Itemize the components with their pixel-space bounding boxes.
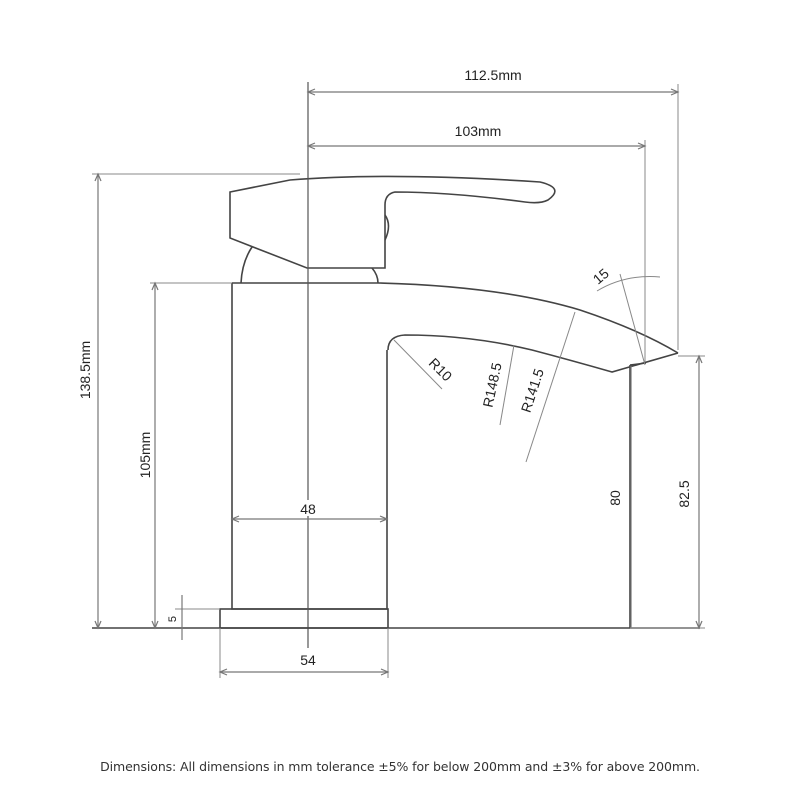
label-body-height: 105mm (137, 432, 153, 479)
body (231, 283, 388, 610)
dim-radius-r148: R148.5 (480, 344, 515, 426)
dim-spout-angle: 15 (590, 265, 661, 366)
dim-spout-reach: 103mm (306, 123, 647, 362)
spout-underside (387, 334, 679, 373)
dim-base-width: 54 (218, 628, 390, 678)
label-body-width: 48 (300, 501, 316, 517)
dim-body-width: 48 (230, 500, 389, 523)
label-radius-r148: R148.5 (480, 361, 505, 409)
dim-radius-r10: R10 (393, 339, 456, 390)
label-base-thickness: 5 (167, 616, 179, 622)
dim-outlet-height: 80 (607, 366, 632, 628)
handle-lever (229, 175, 556, 269)
label-spout-reach: 103mm (455, 123, 502, 139)
handle-button (384, 214, 390, 241)
handle-collar-left (240, 246, 253, 284)
label-radius-r141: R141.5 (518, 366, 547, 414)
dim-base-thickness: 5 (167, 595, 220, 640)
dim-body-height: 105mm (137, 281, 232, 630)
spout-top (232, 282, 679, 354)
label-spout-angle: 15 (590, 265, 612, 287)
label-tip-height: 82.5 (676, 480, 692, 507)
dim-tip-height: 82.5 (630, 354, 705, 630)
label-overall-height: 138.5mm (77, 341, 93, 399)
tap-outline (219, 175, 679, 629)
outlet-top (629, 362, 647, 366)
dim-overall-height: 138.5mm (77, 172, 300, 630)
label-base-width: 54 (300, 652, 316, 668)
dim-radius-r141: R141.5 (518, 311, 576, 463)
label-overall-width: 112.5mm (464, 67, 521, 83)
dim-overall-width: 112.5mm (306, 67, 680, 350)
label-radius-r10: R10 (426, 355, 456, 385)
dimensions-note: Dimensions: All dimensions in mm toleran… (100, 759, 700, 774)
base-plate (219, 608, 389, 629)
handle-collar-right (371, 267, 379, 284)
label-outlet-height: 80 (607, 490, 623, 506)
